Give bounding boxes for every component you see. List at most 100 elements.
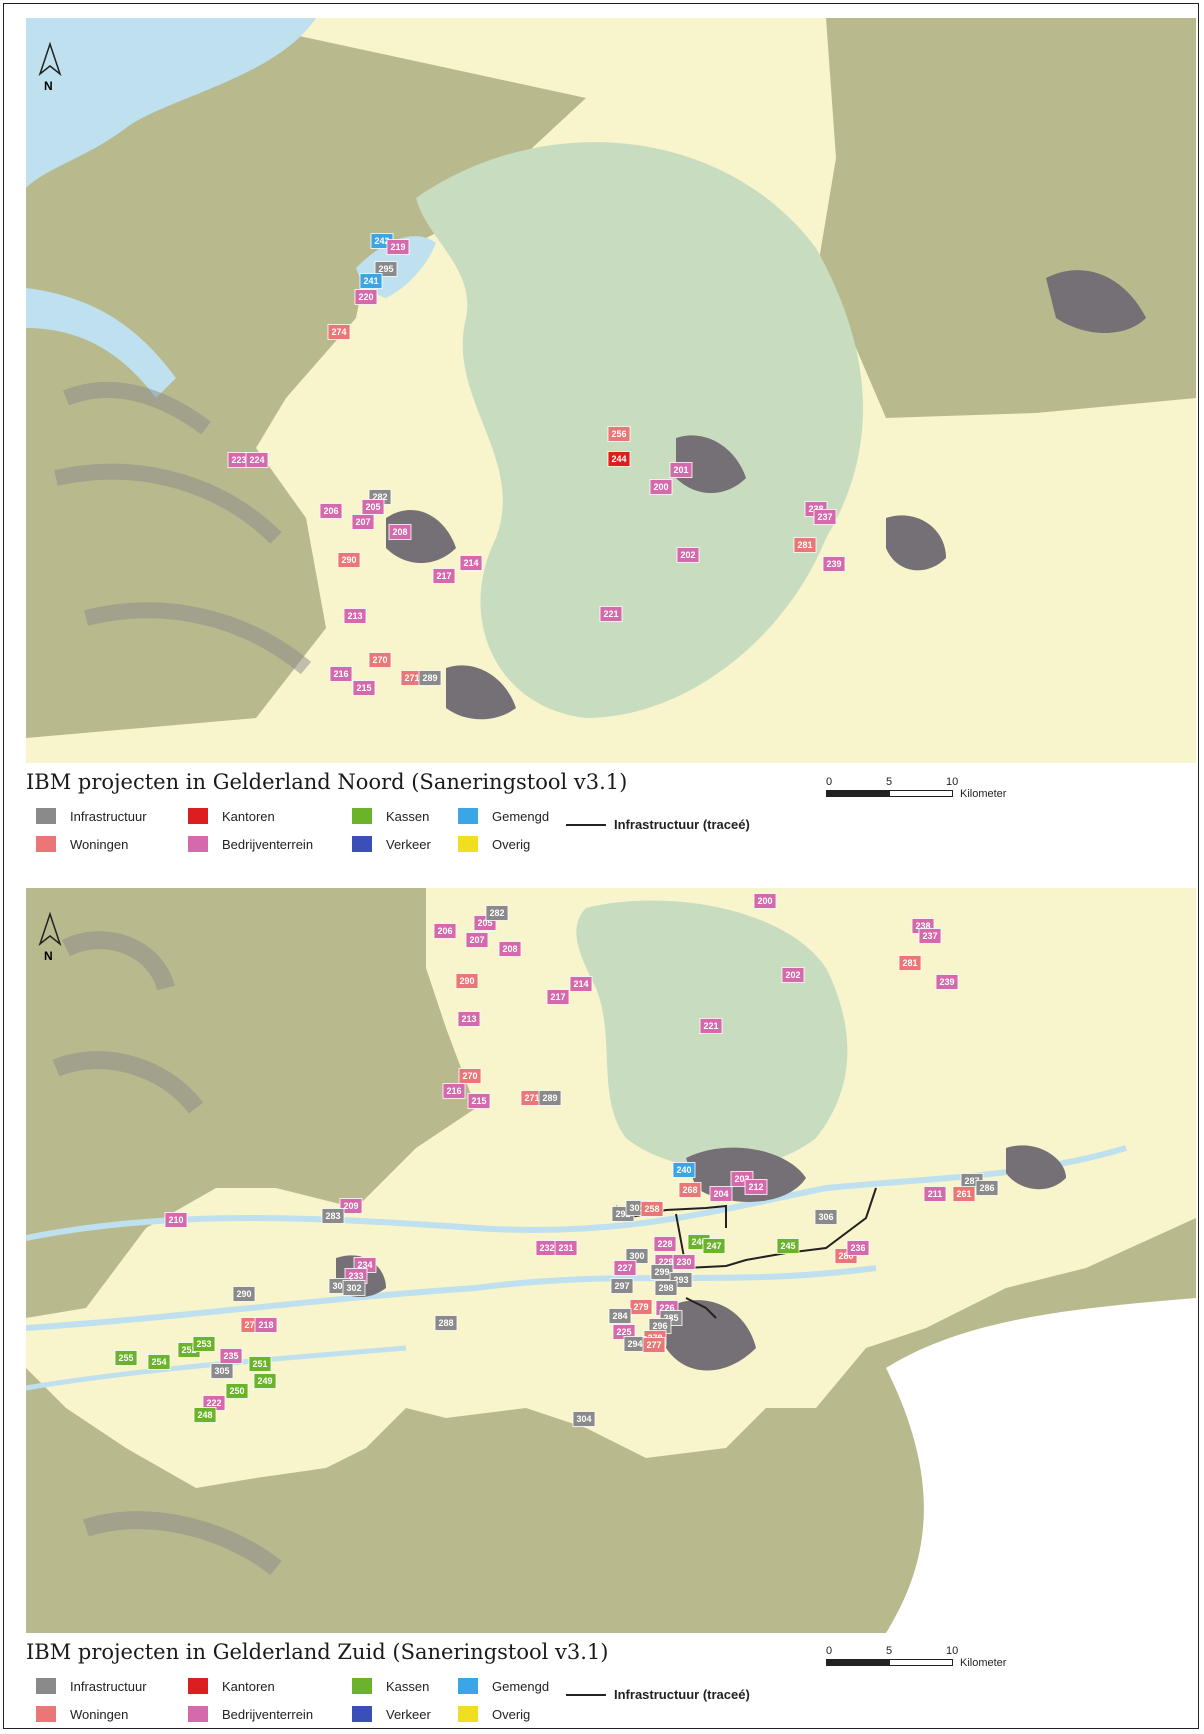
project-marker-249[interactable]: 249: [253, 1373, 277, 1389]
project-marker-209[interactable]: 209: [339, 1198, 363, 1214]
project-marker-220[interactable]: 220: [354, 289, 378, 305]
project-marker-277[interactable]: 277: [642, 1337, 666, 1353]
marker-label: 208: [502, 944, 517, 954]
project-marker-218[interactable]: 218: [254, 1317, 278, 1333]
marker-box: [386, 239, 410, 255]
project-marker-281[interactable]: 281: [898, 955, 922, 971]
project-marker-298[interactable]: 298: [654, 1280, 678, 1296]
project-marker-261[interactable]: 261: [952, 1186, 976, 1202]
project-marker-221[interactable]: 221: [599, 606, 623, 622]
project-marker-231[interactable]: 231: [554, 1240, 578, 1256]
project-marker-200[interactable]: 200: [649, 479, 673, 495]
project-marker-217[interactable]: 217: [432, 568, 456, 584]
project-marker-219[interactable]: 219: [386, 239, 410, 255]
project-marker-214[interactable]: 214: [569, 976, 593, 992]
project-marker-290[interactable]: 290: [455, 973, 479, 989]
project-marker-295[interactable]: 295: [374, 261, 398, 277]
project-marker-228[interactable]: 228: [653, 1236, 677, 1252]
project-marker-217[interactable]: 217: [546, 989, 570, 1005]
project-marker-270[interactable]: 270: [458, 1068, 482, 1084]
project-marker-254[interactable]: 254: [147, 1354, 171, 1370]
project-marker-205[interactable]: 205: [361, 499, 385, 515]
project-marker-286[interactable]: 286: [975, 1180, 999, 1196]
project-marker-304[interactable]: 304: [572, 1411, 596, 1427]
project-marker-200[interactable]: 200: [753, 893, 777, 909]
project-marker-282[interactable]: 282: [485, 905, 509, 921]
project-marker-270[interactable]: 270: [368, 652, 392, 668]
project-marker-299[interactable]: 299: [650, 1264, 674, 1280]
project-marker-208[interactable]: 208: [388, 524, 412, 540]
project-marker-256[interactable]: 256: [607, 426, 631, 442]
project-marker-268[interactable]: 268: [678, 1182, 702, 1198]
legend-item-gemengd: Gemengd: [458, 1678, 549, 1694]
project-marker-244[interactable]: 244: [607, 451, 631, 467]
project-marker-239[interactable]: 239: [935, 974, 959, 990]
project-marker-247[interactable]: 247: [702, 1238, 726, 1254]
scale-segment-black: [826, 790, 890, 797]
project-marker-306[interactable]: 306: [814, 1209, 838, 1225]
project-marker-202[interactable]: 202: [676, 547, 700, 563]
marker-label: 239: [826, 559, 841, 569]
project-marker-302[interactable]: 302: [342, 1280, 366, 1296]
project-marker-214[interactable]: 214: [459, 555, 483, 571]
project-marker-258[interactable]: 258: [640, 1201, 664, 1217]
project-marker-204[interactable]: 204: [709, 1186, 733, 1202]
project-marker-240[interactable]: 240: [672, 1162, 696, 1178]
project-marker-202[interactable]: 202: [781, 967, 805, 983]
project-marker-201[interactable]: 201: [669, 462, 693, 478]
project-marker-213[interactable]: 213: [457, 1011, 481, 1027]
project-marker-283[interactable]: 283: [321, 1208, 345, 1224]
project-marker-241[interactable]: 241: [359, 273, 383, 289]
legend-label: Kantoren: [222, 808, 275, 824]
project-marker-221[interactable]: 221: [699, 1018, 723, 1034]
marker-label: 305: [214, 1366, 229, 1376]
project-marker-290[interactable]: 290: [232, 1286, 256, 1302]
marker-box: [610, 1278, 634, 1294]
legend-item-overig: Overig: [458, 836, 530, 852]
project-marker-207[interactable]: 207: [465, 932, 489, 948]
project-marker-305[interactable]: 305: [210, 1363, 234, 1379]
project-marker-253[interactable]: 253: [192, 1336, 216, 1352]
project-marker-237[interactable]: 237: [813, 509, 837, 525]
project-marker-210[interactable]: 210: [164, 1212, 188, 1228]
project-marker-289[interactable]: 289: [418, 670, 442, 686]
project-marker-208[interactable]: 208: [498, 941, 522, 957]
project-marker-284[interactable]: 284: [608, 1308, 632, 1324]
project-marker-274[interactable]: 274: [327, 324, 351, 340]
project-marker-216[interactable]: 216: [329, 666, 353, 682]
project-marker-235[interactable]: 235: [219, 1348, 243, 1364]
project-marker-245[interactable]: 245: [776, 1238, 800, 1254]
project-marker-297[interactable]: 297: [610, 1278, 634, 1294]
project-marker-213[interactable]: 213: [343, 608, 367, 624]
project-marker-300[interactable]: 300: [625, 1248, 649, 1264]
project-marker-216[interactable]: 216: [442, 1083, 466, 1099]
project-marker-207[interactable]: 207: [351, 514, 375, 530]
project-marker-212[interactable]: 212: [744, 1179, 768, 1195]
project-marker-227[interactable]: 227: [613, 1260, 637, 1276]
marker-box: [923, 1186, 947, 1202]
project-marker-281[interactable]: 281: [793, 537, 817, 553]
marker-label: 206: [437, 926, 452, 936]
project-marker-224[interactable]: 224: [245, 452, 269, 468]
scale-bar-south: 0 5 10 Kilometer: [826, 1645, 1026, 1685]
project-marker-237[interactable]: 237: [918, 928, 942, 944]
project-marker-206[interactable]: 206: [319, 503, 343, 519]
project-marker-215[interactable]: 215: [467, 1093, 491, 1109]
project-marker-288[interactable]: 288: [434, 1315, 458, 1331]
project-marker-255[interactable]: 255: [114, 1350, 138, 1366]
project-marker-250[interactable]: 250: [225, 1383, 249, 1399]
project-marker-290[interactable]: 290: [337, 552, 361, 568]
project-marker-251[interactable]: 251: [248, 1356, 272, 1372]
project-marker-215[interactable]: 215: [352, 680, 376, 696]
project-marker-289[interactable]: 289: [538, 1090, 562, 1106]
marker-label: 211: [928, 1189, 943, 1199]
project-marker-239[interactable]: 239: [822, 556, 846, 572]
project-marker-279[interactable]: 279: [629, 1299, 653, 1315]
project-marker-236[interactable]: 236: [846, 1240, 870, 1256]
project-marker-206[interactable]: 206: [433, 923, 457, 939]
project-marker-211[interactable]: 211: [923, 1186, 947, 1202]
project-marker-248[interactable]: 248: [193, 1407, 217, 1423]
marker-label: 212: [748, 1182, 763, 1192]
marker-label: 233: [348, 1271, 363, 1281]
project-marker-230[interactable]: 230: [672, 1254, 696, 1270]
